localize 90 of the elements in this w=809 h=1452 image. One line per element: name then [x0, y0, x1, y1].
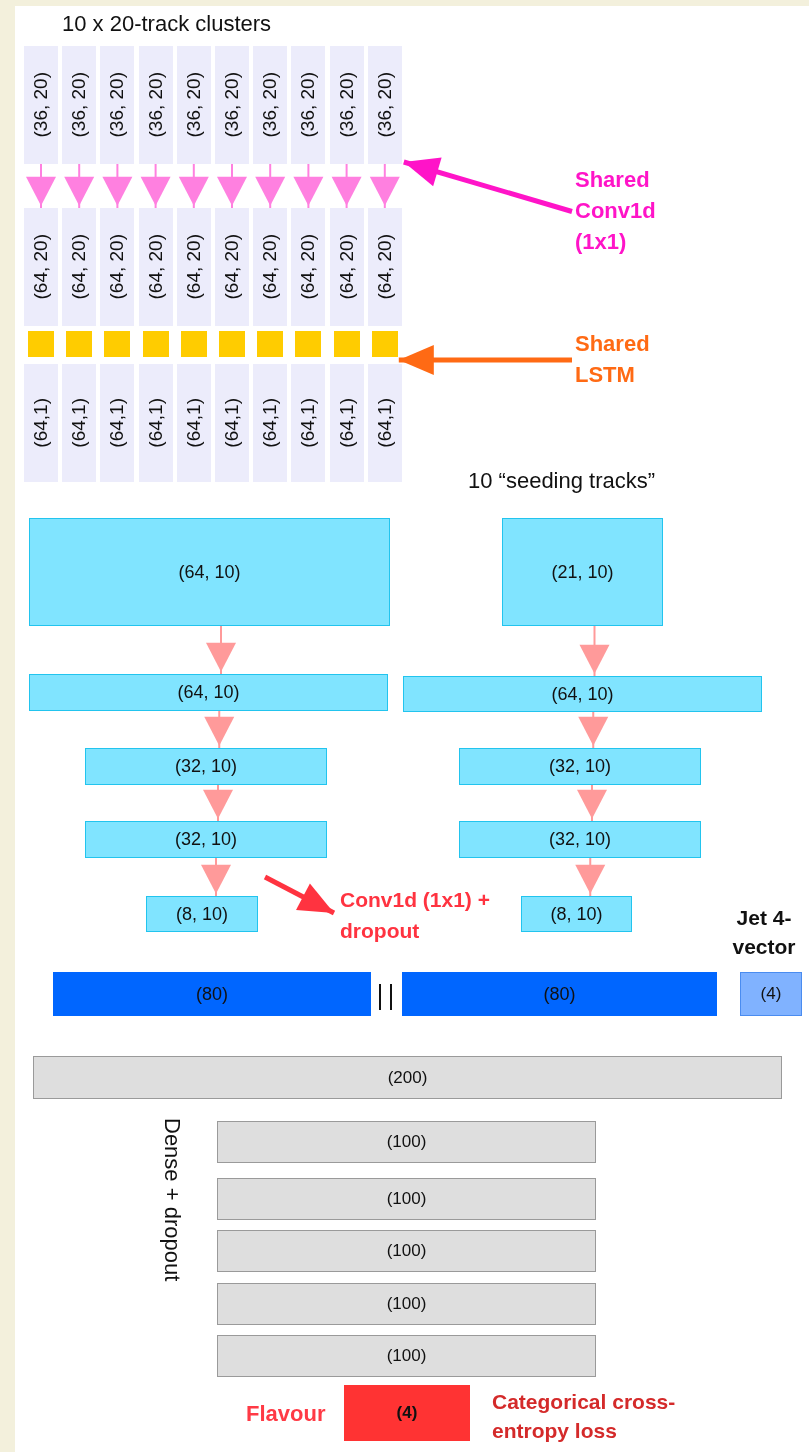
- layer-arrow: [369, 163, 400, 209]
- dense-block: (100): [217, 1178, 596, 1220]
- layer-arrow: [204, 710, 235, 749]
- layer-block: (32, 10): [459, 748, 701, 785]
- layer-block: (8, 10): [521, 896, 632, 932]
- layer-arrow: [575, 857, 606, 897]
- dense-block: (200): [33, 1056, 782, 1099]
- tensor-block: (64,1): [215, 364, 249, 482]
- arrow: [398, 345, 572, 375]
- tensor-block: (64,1): [329, 364, 364, 482]
- lstm-square: [142, 331, 169, 357]
- tensor-block: (64,1): [291, 364, 326, 482]
- layer-arrow: [26, 163, 56, 209]
- layer-arrow: [579, 625, 610, 677]
- lstm-square: [295, 331, 322, 357]
- tensor-block: (64, 20): [253, 208, 288, 326]
- layer-arrow: [255, 163, 286, 209]
- tensor-block: (64, 20): [100, 208, 135, 326]
- layer-block: (32, 10): [459, 821, 701, 858]
- tensor-block: (36, 20): [100, 46, 135, 164]
- layer-block: (21, 10): [502, 518, 663, 626]
- layer-arrow: [331, 163, 362, 209]
- layer-arrow: [293, 163, 324, 209]
- tensor-block: (64,1): [176, 364, 211, 482]
- tensor-block: (64, 20): [24, 208, 58, 326]
- tensor-block: (64,1): [100, 364, 135, 482]
- tensor-block: (64, 20): [291, 208, 326, 326]
- lstm-square: [219, 331, 245, 357]
- annotation-text: Conv1d (1x1) + dropout: [340, 884, 490, 946]
- tensor-block: (64,1): [138, 364, 173, 482]
- dense-block: (80): [53, 972, 371, 1016]
- tensor-block: (64, 20): [138, 208, 173, 326]
- tensor-block: (36, 20): [253, 46, 288, 164]
- input-block: (4): [740, 972, 802, 1016]
- layer-block: (8, 10): [146, 896, 258, 932]
- tensor-block: (64, 20): [176, 208, 211, 326]
- tensor-block: (36, 20): [24, 46, 58, 164]
- layer-block: (64, 10): [29, 674, 388, 711]
- lstm-square: [104, 331, 131, 357]
- layer-block: (64, 10): [29, 518, 390, 626]
- tensor-block: (36, 20): [176, 46, 211, 164]
- tensor-block: (64,1): [367, 364, 402, 482]
- side-label: Flavour: [246, 1400, 327, 1428]
- annotation-text: Shared LSTM: [575, 326, 705, 392]
- dense-block: (100): [217, 1283, 596, 1325]
- tensor-block: (64,1): [62, 364, 97, 482]
- lstm-square: [28, 331, 54, 357]
- arrow: [263, 874, 336, 916]
- lstm-square: [257, 331, 284, 357]
- tensor-block: (64,1): [24, 364, 58, 482]
- layer-arrow: [578, 711, 609, 749]
- tensor-block: (36, 20): [329, 46, 364, 164]
- tensor-block: (36, 20): [138, 46, 173, 164]
- tensor-block: (64, 20): [62, 208, 97, 326]
- tensor-block: (64, 20): [215, 208, 249, 326]
- annotation-text: Shared Conv1d (1x1): [575, 163, 705, 258]
- tensor-block: (36, 20): [291, 46, 326, 164]
- side-caption: Dense + dropout: [159, 1118, 186, 1284]
- layer-arrow: [140, 163, 171, 209]
- output-block: (4): [344, 1385, 470, 1441]
- dense-block: (100): [217, 1121, 596, 1163]
- layer-block: (32, 10): [85, 748, 327, 785]
- layer-arrow: [178, 163, 209, 209]
- lstm-square: [371, 331, 398, 357]
- lstm-square: [66, 331, 93, 357]
- layer-arrow: [203, 784, 233, 822]
- dense-block: (100): [217, 1335, 596, 1377]
- tensor-block: (64, 20): [367, 208, 402, 326]
- layer-arrow: [102, 163, 133, 209]
- tensor-block: (36, 20): [367, 46, 402, 164]
- tensor-block: (64, 20): [329, 208, 364, 326]
- dense-block: (80): [402, 972, 717, 1016]
- layer-block: (32, 10): [85, 821, 327, 858]
- layer-arrow: [217, 163, 247, 209]
- tensor-block: (36, 20): [215, 46, 249, 164]
- arrow: [403, 157, 573, 214]
- group-heading: 10 x 20-track clusters: [62, 10, 273, 38]
- tensor-block: (36, 20): [62, 46, 97, 164]
- layer-arrow: [201, 857, 231, 897]
- layer-arrow: [206, 625, 236, 675]
- input-heading: Jet 4- vector: [731, 905, 797, 960]
- dense-block: (100): [217, 1230, 596, 1272]
- lstm-square: [180, 331, 207, 357]
- tensor-block: (64,1): [253, 364, 288, 482]
- side-label: Categorical cross-entropy loss: [492, 1389, 677, 1444]
- lstm-square: [333, 331, 360, 357]
- layer-arrow: [64, 163, 95, 209]
- layer-block: (64, 10): [403, 676, 762, 712]
- layer-arrow: [577, 784, 607, 822]
- group-heading: 10 “seeding tracks”: [468, 467, 657, 495]
